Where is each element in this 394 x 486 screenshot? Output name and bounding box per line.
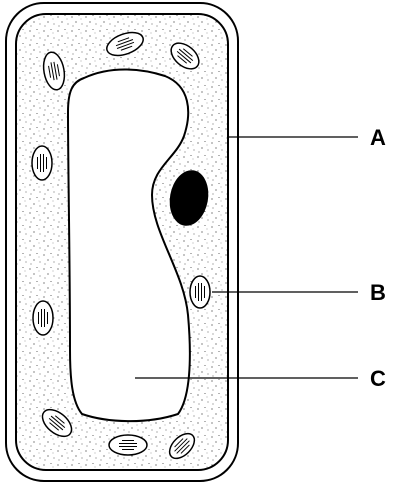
chloroplast [190,276,210,308]
chloroplast [33,301,53,335]
label-b: B [370,280,386,305]
label-a: A [370,125,386,150]
chloroplast [109,435,147,455]
chloroplast [32,146,52,180]
label-c: C [370,366,386,391]
